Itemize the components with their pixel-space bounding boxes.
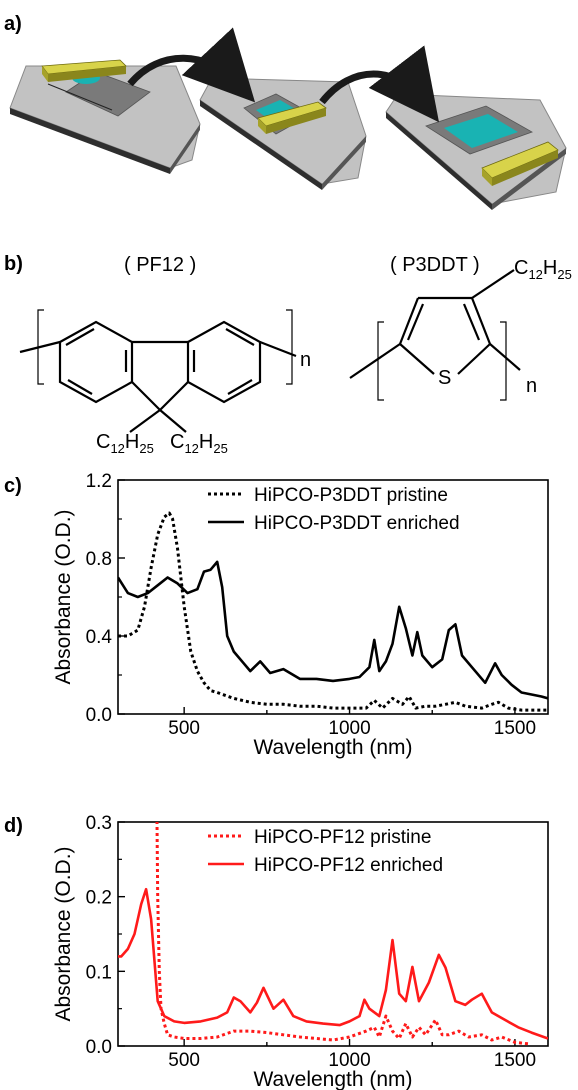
- y-tick-label: 1.2: [86, 471, 112, 492]
- x-axis-label: Wavelength (nm): [253, 1068, 412, 1090]
- y-tick-label: 0.0: [86, 705, 112, 726]
- clamp-3: [481, 141, 559, 186]
- legend-entry: HiPCO-P3DDT pristine: [254, 485, 448, 506]
- stage-2: [199, 77, 367, 190]
- panel-label-b: b): [4, 253, 23, 275]
- series-line-enriched: [118, 887, 548, 1040]
- x-tick-label: 500: [168, 1050, 200, 1071]
- p3ddt-repeat-n: n: [526, 375, 537, 397]
- y-tick-label: 0.8: [86, 549, 112, 570]
- pf12-repeat-n: n: [300, 349, 311, 371]
- y-tick-label: 0.3: [86, 813, 112, 834]
- p3ddt-sulfur: S: [438, 367, 451, 389]
- legend-entry: HiPCO-PF12 pristine: [254, 827, 431, 848]
- process-arrow-1: [127, 27, 256, 103]
- stage-3: [385, 93, 567, 210]
- pf12-name: ( PF12 ): [124, 254, 196, 276]
- panel-label-c: c): [4, 475, 22, 497]
- x-tick-label: 1500: [494, 1050, 536, 1071]
- stage-1: [9, 59, 201, 174]
- series-line-pristine: [118, 511, 548, 712]
- p3ddt-structure: [349, 269, 521, 401]
- panel-label-d: d): [4, 815, 23, 837]
- y-tick-label: 0.2: [86, 888, 112, 909]
- p3ddt-alkyl: C12H25: [514, 257, 572, 282]
- process-arrow-2: [319, 45, 440, 123]
- y-axis-label: Absorbance (O.D.): [52, 846, 75, 1021]
- panel-label-a: a): [4, 13, 22, 35]
- legend-entry: HiPCO-PF12 enriched: [254, 855, 443, 876]
- y-tick-label: 0.0: [86, 1037, 112, 1058]
- x-tick-label: 500: [168, 718, 200, 739]
- p3ddt-name: ( P3DDT ): [390, 254, 480, 276]
- series-line-enriched: [118, 560, 548, 700]
- x-tick-label: 1000: [328, 718, 370, 739]
- pf12-alkyl-left: C12H25: [96, 431, 154, 456]
- clamp-1: [41, 59, 127, 82]
- series-line-pristine: [155, 822, 529, 1046]
- pf12-alkyl-right: C12H25: [170, 431, 228, 456]
- y-axis-label: Absorbance (O.D.): [52, 509, 75, 684]
- pf12-structure: [19, 309, 297, 433]
- x-axis-label: Wavelength (nm): [253, 736, 412, 759]
- y-tick-label: 0.4: [86, 627, 113, 648]
- x-tick-label: 1000: [328, 1050, 370, 1071]
- x-tick-label: 1500: [494, 718, 536, 739]
- y-tick-label: 0.1: [86, 962, 112, 983]
- legend-entry: HiPCO-P3DDT enriched: [254, 513, 460, 534]
- clamp-2: [257, 101, 327, 134]
